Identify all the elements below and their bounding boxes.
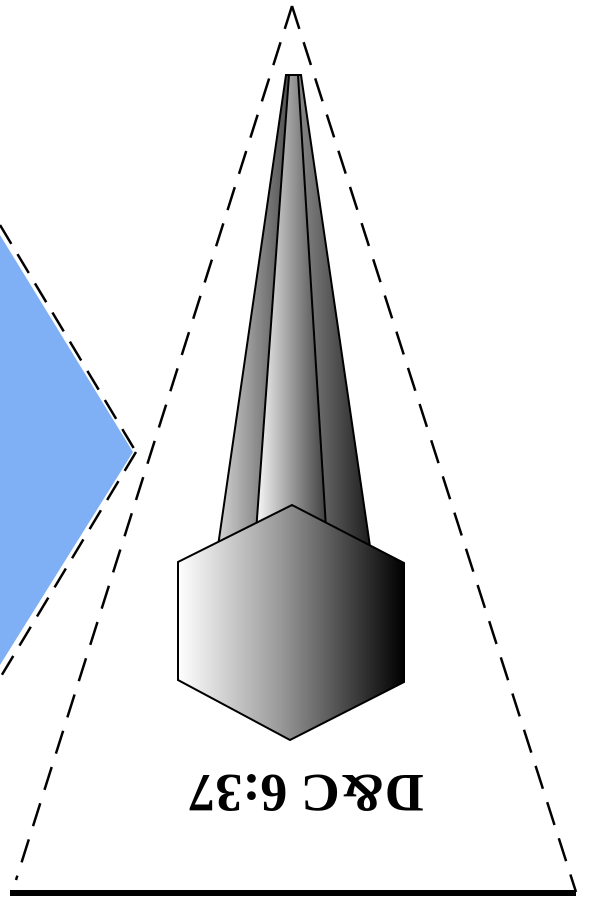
reference-label: D&C 6:37 — [188, 763, 423, 823]
blue-wedge — [0, 235, 133, 665]
